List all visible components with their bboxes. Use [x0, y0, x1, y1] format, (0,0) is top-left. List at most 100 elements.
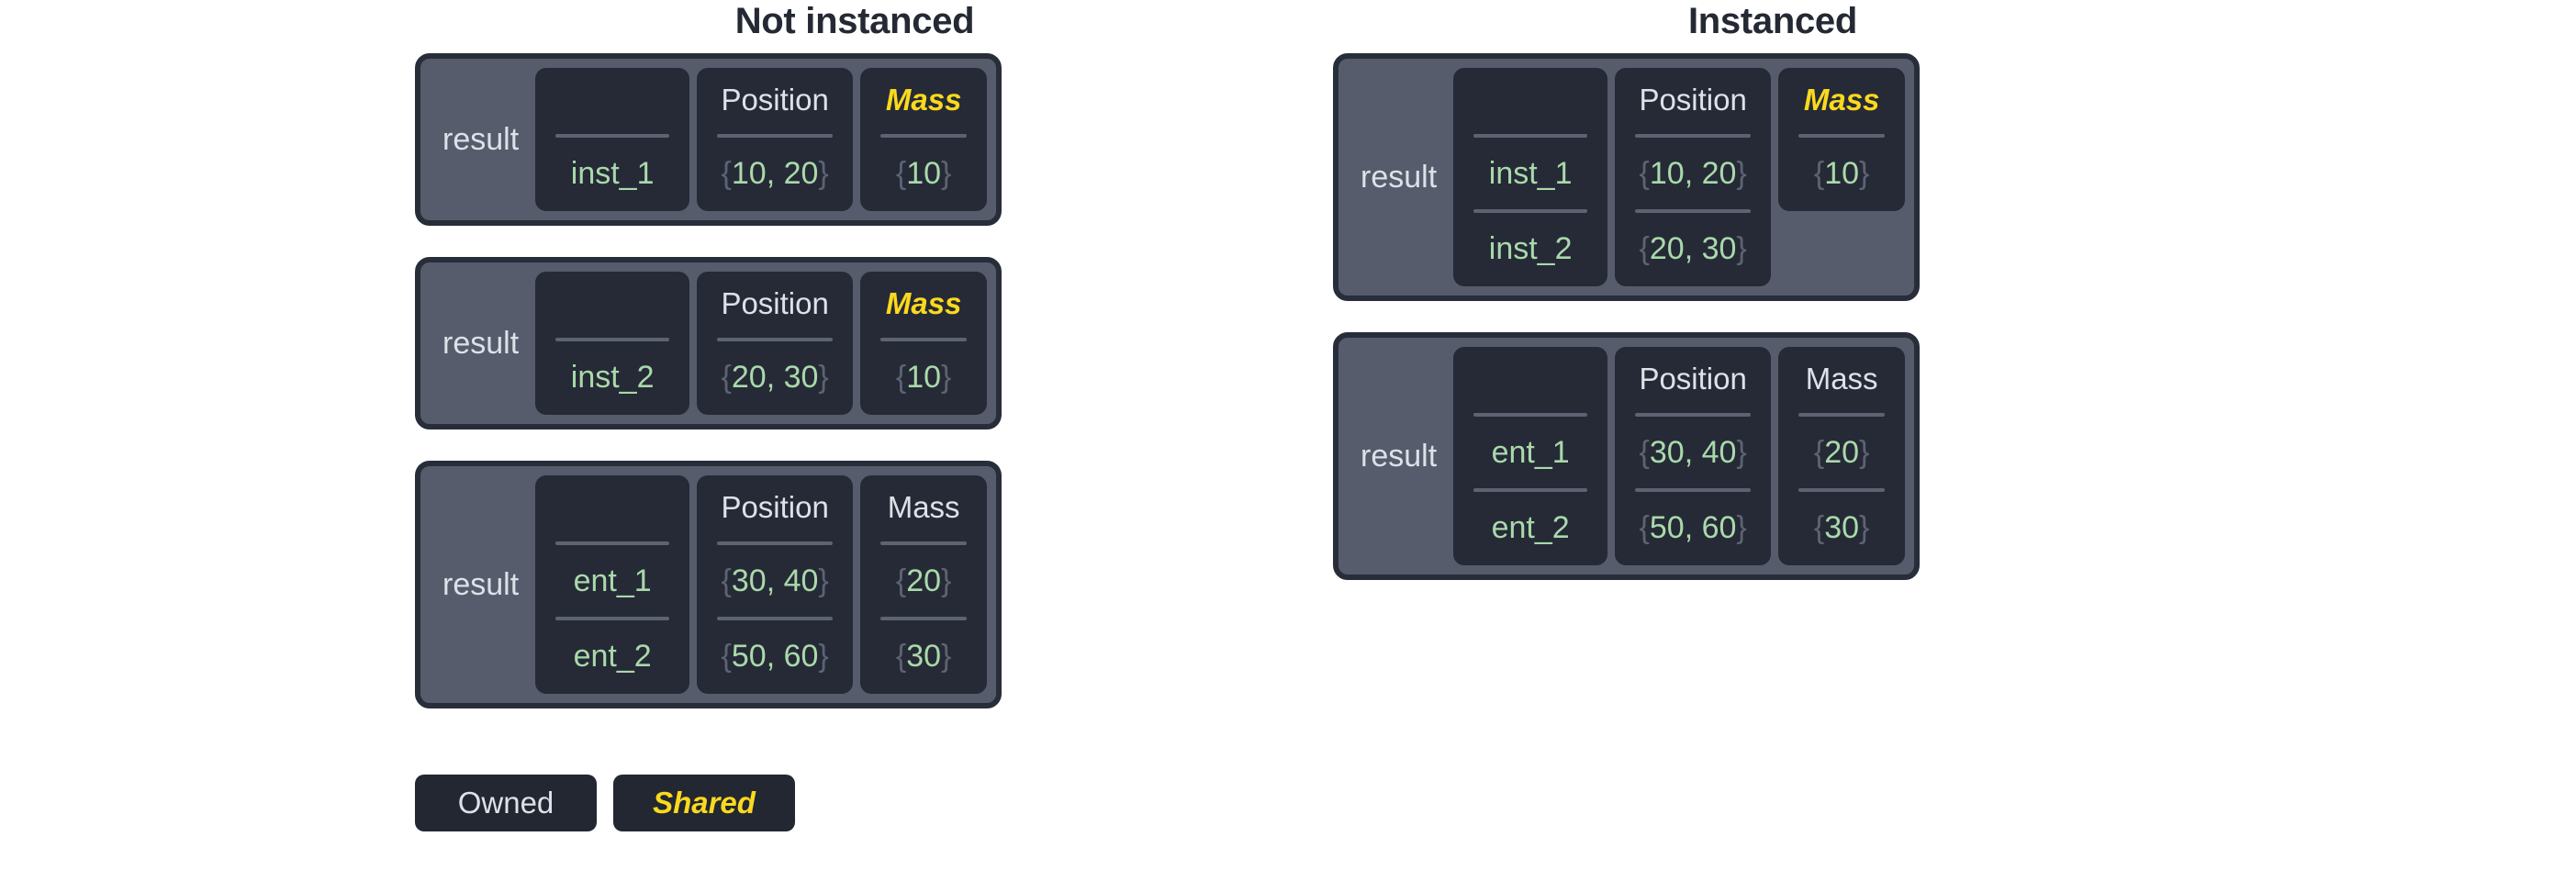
legend-chip-owned: Owned	[415, 775, 597, 831]
value-text: 20	[1824, 435, 1860, 470]
brace-close: }	[1736, 510, 1747, 545]
field-column: Mass {20} {30}	[1778, 347, 1906, 565]
field-column: inst_2	[535, 272, 690, 415]
field-value: {30, 40}	[1630, 429, 1756, 475]
value-text: 30, 40	[1649, 435, 1737, 470]
brace-open: {	[721, 563, 732, 598]
field-header: Position	[1639, 362, 1747, 396]
field-value: {30}	[875, 633, 972, 679]
field-header	[1468, 79, 1593, 121]
brace-close: }	[941, 360, 952, 395]
cell-divider	[880, 338, 968, 341]
brace-open: {	[1813, 156, 1825, 191]
field-column: Position {20, 30}	[697, 272, 854, 415]
field-value: inst_1	[570, 156, 655, 191]
result-label: result	[442, 121, 520, 157]
value-text: 10, 20	[731, 156, 819, 191]
field-column: Position{10, 20}	[697, 68, 854, 211]
field-value: {20, 30}	[1630, 226, 1756, 272]
brace-open: {	[721, 360, 732, 395]
field-header: Position	[1639, 83, 1747, 117]
field-columns: inst_1 Position {10, 20}Mass{10}	[535, 68, 988, 211]
value-text: 10, 20	[1649, 156, 1737, 191]
field-header	[550, 283, 675, 325]
brace-open: {	[721, 639, 732, 674]
cell-divider	[1635, 413, 1752, 417]
field-value: inst_1	[1488, 156, 1573, 191]
cell-divider	[880, 134, 968, 138]
field-column: Mass {10}	[1778, 68, 1906, 211]
field-value: {10}	[875, 354, 972, 400]
field-value: {50, 60}	[1630, 505, 1756, 551]
field-column: Position{30, 40}{50, 60}	[1615, 347, 1772, 565]
brace-close: }	[1736, 231, 1747, 266]
value-text: 10	[906, 156, 942, 191]
brace-open: {	[1813, 435, 1825, 470]
field-column: Position {10, 20} {20, 30}	[1615, 68, 1772, 286]
field-header: Position	[721, 83, 829, 117]
brace-open: {	[1639, 435, 1650, 470]
brace-close: }	[941, 639, 952, 674]
brace-close: }	[1859, 435, 1870, 470]
brace-close: }	[818, 563, 829, 598]
field-header: Mass	[1803, 83, 1880, 117]
field-header: Position	[721, 286, 829, 320]
cell-divider	[880, 617, 968, 620]
field-value: {20}	[875, 558, 972, 604]
field-header: Position	[721, 490, 829, 524]
cell-divider	[880, 541, 968, 545]
legend-chip-shared: Shared	[613, 775, 795, 831]
brace-close: }	[1736, 156, 1747, 191]
field-header	[550, 79, 675, 121]
value-text: 20, 30	[731, 360, 819, 395]
cell-divider	[1473, 209, 1588, 213]
field-column: Mass{20}{30}	[860, 475, 988, 694]
cell-divider	[717, 338, 834, 341]
table-card: result inst_1 Position {10, 20}Mass{10}	[415, 53, 1002, 226]
field-value: ent_1	[1491, 435, 1570, 470]
field-header: Mass	[1805, 362, 1878, 396]
field-header: Mass	[885, 83, 962, 117]
brace-open: {	[1639, 510, 1650, 545]
value-text: 20	[906, 563, 942, 598]
field-column: ent_1 ent_2	[1453, 347, 1608, 565]
brace-close: }	[1859, 156, 1870, 191]
cell-divider	[555, 617, 670, 620]
brace-close: }	[1736, 435, 1747, 470]
value-text: 30	[1824, 510, 1860, 545]
field-column: Mass{10}	[860, 68, 988, 211]
column-title: Not instanced	[734, 1, 975, 41]
value-text: 50, 60	[731, 639, 819, 674]
brace-open: {	[895, 563, 907, 598]
field-value: ent_1	[573, 563, 652, 598]
field-value: {10}	[1793, 151, 1890, 196]
brace-open: {	[1813, 510, 1825, 545]
brace-close: }	[941, 156, 952, 191]
brace-open: {	[721, 156, 732, 191]
field-header	[1468, 358, 1593, 400]
brace-open: {	[895, 360, 907, 395]
brace-close: }	[818, 360, 829, 395]
cell-divider	[1473, 134, 1588, 138]
field-value: ent_2	[1491, 510, 1570, 545]
field-value: {50, 60}	[711, 633, 838, 679]
value-text: 50, 60	[1649, 510, 1737, 545]
cell-divider	[717, 617, 834, 620]
brace-close: }	[818, 639, 829, 674]
field-value: {10, 20}	[1630, 151, 1756, 196]
value-text: 30, 40	[731, 563, 819, 598]
value-text: 20, 30	[1649, 231, 1737, 266]
field-value: {30}	[1793, 505, 1890, 551]
cell-divider	[1798, 488, 1886, 492]
field-column: Position{30, 40}{50, 60}	[697, 475, 854, 694]
